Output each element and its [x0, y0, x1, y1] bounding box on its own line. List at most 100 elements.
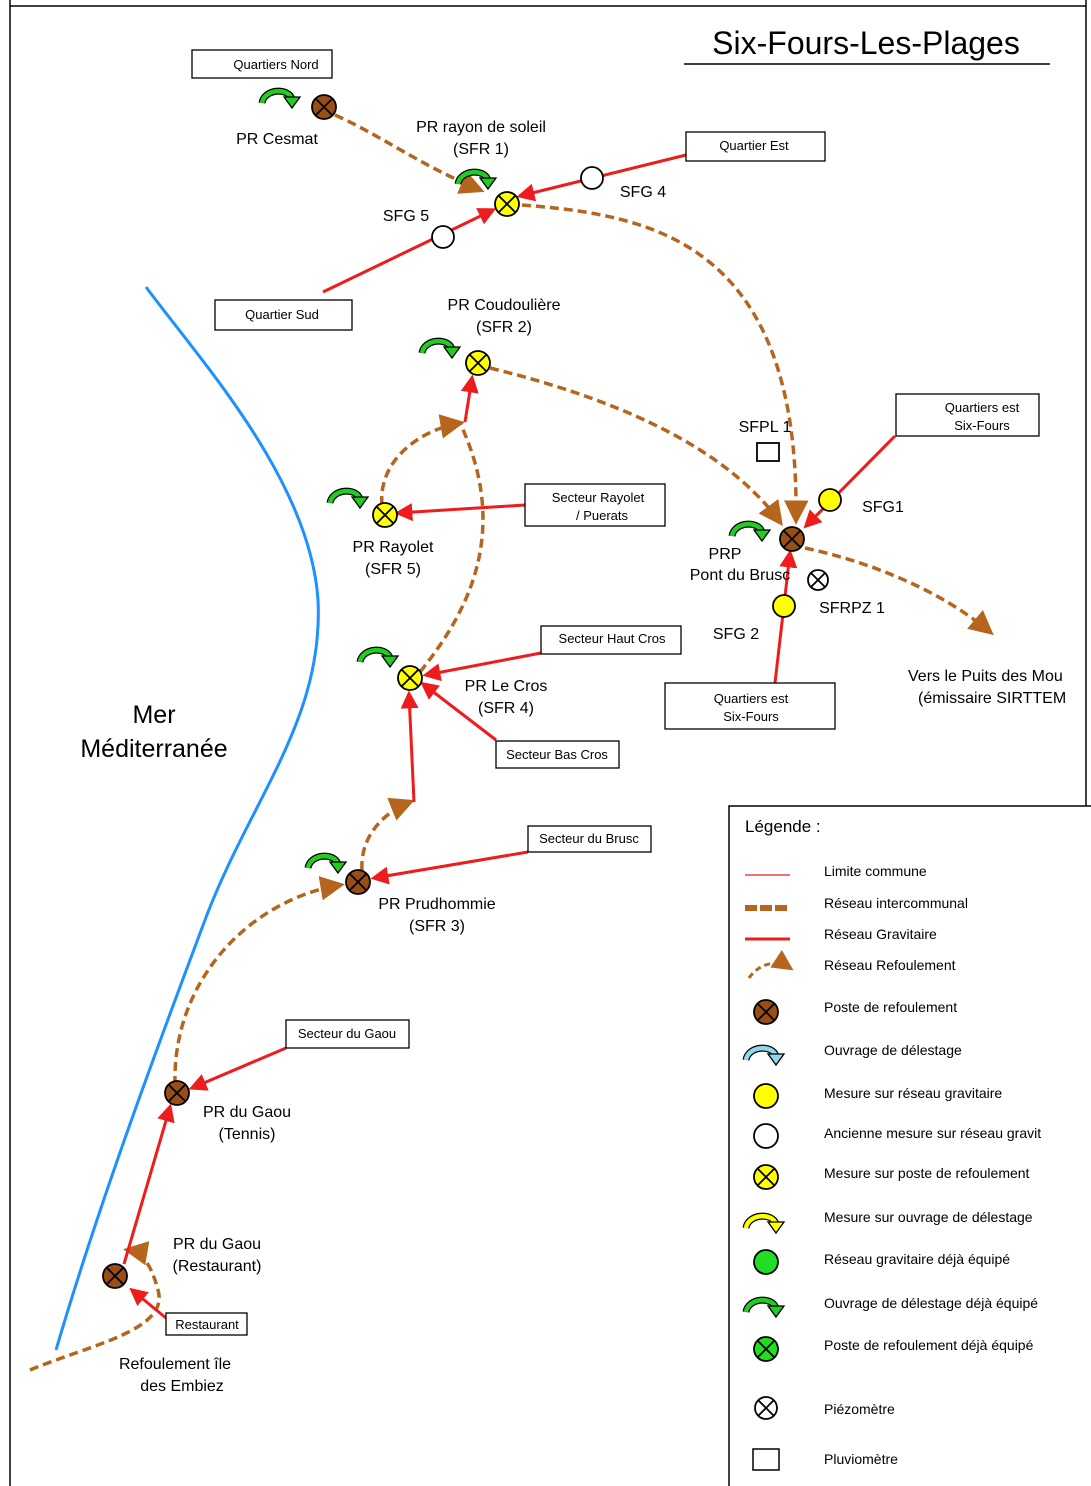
gravitaire-secteur-gaou [188, 1046, 287, 1091]
intercommunal-sfr2-prp [489, 366, 783, 526]
legend-label-ouvrage-equipe: Ouvrage de délestage déjà équipé [824, 1295, 1038, 1311]
mesure-poste-icon-sfr2 [465, 350, 491, 376]
legend-label-piezometre: Piézomètre [824, 1401, 895, 1417]
gravitaire-quartier-sud [322, 208, 497, 294]
sector-box-quartiers-est-bottom [664, 682, 836, 730]
measure-label-sfpl1: SFPL 1 [739, 419, 792, 436]
poste-refoulement-icon-cesmat [311, 94, 337, 120]
coastline [54, 286, 320, 1351]
refoulement-gaou-sfr3 [173, 876, 345, 1086]
refoulement-sfr3-sfr4 [360, 797, 415, 871]
gravitaire-sfr3-sfr4 [400, 690, 419, 803]
legend-label-reseau-gravitaire: Réseau Gravitaire [824, 926, 937, 942]
measure-label-sfg5: SFG 5 [383, 208, 429, 225]
ouvrage-equipe-icon-sfr1 [458, 172, 496, 189]
ancienne-mesure-icon-sfg5 [431, 225, 455, 249]
station-label-sfr1-line2: (SFR 1) [453, 141, 509, 158]
legend-label-poste-refoulement: Poste de refoulement [824, 999, 957, 1015]
pluviometre-icon-sfpl1 [756, 442, 780, 462]
mesure-gravitaire-icon-sfg2 [772, 594, 796, 618]
refoulement-ile-label-line1: Refoulement île [119, 1356, 231, 1373]
gravitaire-secteur-brusc [370, 850, 529, 885]
legend-label-poste-equipe: Poste de refoulement déjà équipé [824, 1337, 1034, 1353]
poste-refoulement-icon-prp [779, 526, 805, 552]
ouvrage-equipe-icon-sfr5 [330, 491, 368, 508]
legend-label-pluviometre: Pluviomètre [824, 1451, 898, 1467]
sector-box-restaurant [165, 1312, 248, 1336]
poste-equipe-icon [753, 1336, 779, 1362]
legend-title: Légende : [745, 817, 821, 836]
sector-label-quartiers-est-bottom-line1: Quartiers est [714, 691, 789, 706]
sector-box-secteur-rayolet [524, 483, 666, 527]
sector-label-quartiers-est-bottom-line2: Six-Fours [723, 709, 779, 724]
station-label-prp-line1: PRP [709, 546, 742, 563]
vers-puits-label-line1: Vers le Puits des Mou [908, 668, 1063, 685]
mesure-poste-icon-sfr5 [372, 502, 398, 528]
sector-box-quartiers-nord [191, 49, 333, 79]
gravitaire-secteur-bas-cros [420, 681, 497, 742]
sector-box-quartier-sud [214, 299, 353, 331]
station-label-sfr2-line2: (SFR 2) [476, 319, 532, 336]
sea-label-line1: Mer [132, 701, 175, 729]
sector-label-restaurant: Restaurant [175, 1317, 239, 1332]
sector-label-quartiers-nord: Quartiers Nord [233, 57, 318, 72]
station-label-gaou-restaurant-line1: PR du Gaou [173, 1236, 261, 1253]
map-title: Six-Fours-Les-Plages [712, 25, 1020, 61]
gravitaire-quartiers-est-bottom [773, 549, 798, 684]
vers-puits-label-line2: (émissaire SIRTTEM [918, 690, 1066, 707]
sector-label-quartiers-est-top-line2: Six-Fours [954, 418, 1010, 433]
sector-box-secteur-brusc [527, 825, 652, 853]
station-label-gaou-tennis-line2: (Tennis) [219, 1126, 276, 1143]
intercommunal-sfr1-prp [521, 203, 809, 525]
station-label-sfr5-line1: PR Rayolet [353, 539, 434, 556]
reseau-refoulement-arrow-icon [747, 949, 794, 979]
poste-refoulement-icon-sfr3 [345, 869, 371, 895]
ouvrage-equipe-icon-sfr3 [308, 856, 346, 873]
sector-box-secteur-gaou [285, 1019, 410, 1049]
station-label-sfr3-line1: PR Prudhommie [378, 896, 495, 913]
ouvrage-equipe-icon-prp [732, 524, 770, 541]
sector-label-quartiers-est-top-line1: Quartiers est [945, 400, 1020, 415]
station-label-sfr4-line1: PR Le Cros [465, 678, 548, 695]
measure-label-sfg4: SFG 4 [620, 184, 666, 201]
measure-label-sfg1: SFG1 [862, 499, 904, 516]
refoulement-embiez [29, 1241, 161, 1372]
station-label-sfr5-line2: (SFR 5) [365, 561, 421, 578]
mesure-ouvrage-icon [742, 1212, 786, 1235]
station-label-gaou-restaurant-line2: (Restaurant) [173, 1258, 262, 1275]
ouvrage-equipe-icon-sfr2 [422, 341, 460, 358]
sea-label-line2: Méditerranée [80, 735, 227, 763]
legend-label-reseau-refoulement: Réseau Refoulement [824, 957, 956, 973]
sector-box-secteur-bas-cros [495, 740, 620, 769]
gravitaire-secteur-haut-cros [422, 651, 542, 682]
gravitaire-quartiers-est-top [803, 434, 897, 529]
sector-box-quartiers-est-top [895, 393, 1040, 437]
ancienne-mesure-icon-sfg4 [580, 166, 604, 190]
ouvrage-equipe-icon [742, 1296, 786, 1319]
ancienne-mesure-icon [753, 1123, 779, 1149]
sector-label-secteur-rayolet-line2: / Puerats [576, 508, 629, 523]
legend-label-gravitaire-equipe: Réseau gravitaire déjà équipé [824, 1251, 1010, 1267]
mesure-gravitaire-icon [753, 1083, 779, 1109]
station-label-prp-line2: Pont du Brusc [690, 567, 791, 584]
sector-label-secteur-rayolet-line1: Secteur Rayolet [552, 490, 645, 505]
station-label-gaou-tennis-line1: PR du Gaou [203, 1104, 291, 1121]
gravitaire-equipe-icon [753, 1249, 779, 1275]
ouvrage-delestage-icon [742, 1044, 786, 1067]
legend-label-limite-commune: Limite commune [824, 863, 927, 879]
sector-label-secteur-brusc: Secteur du Brusc [539, 831, 639, 846]
legend: Légende : [728, 805, 1091, 1486]
legend-label-reseau-intercommunal: Réseau intercommunal [824, 895, 968, 911]
station-label-cesmat: PR Cesmat [236, 131, 318, 148]
legend-label-mesure-gravitaire: Mesure sur réseau gravitaire [824, 1085, 1002, 1101]
gravitaire-restaurant [129, 1287, 167, 1320]
refoulement-ile-label-line2: des Embiez [140, 1378, 224, 1395]
sector-label-secteur-gaou: Secteur du Gaou [298, 1026, 396, 1041]
piezometre-icon-sfrpz1 [807, 569, 829, 591]
poste-refoulement-icon [753, 999, 779, 1025]
gravitaire-gaou-restaurant-tennis [122, 1103, 175, 1265]
mesure-poste-icon-sfr4 [397, 665, 423, 691]
ouvrage-equipe-icon-sfr4 [360, 650, 398, 667]
